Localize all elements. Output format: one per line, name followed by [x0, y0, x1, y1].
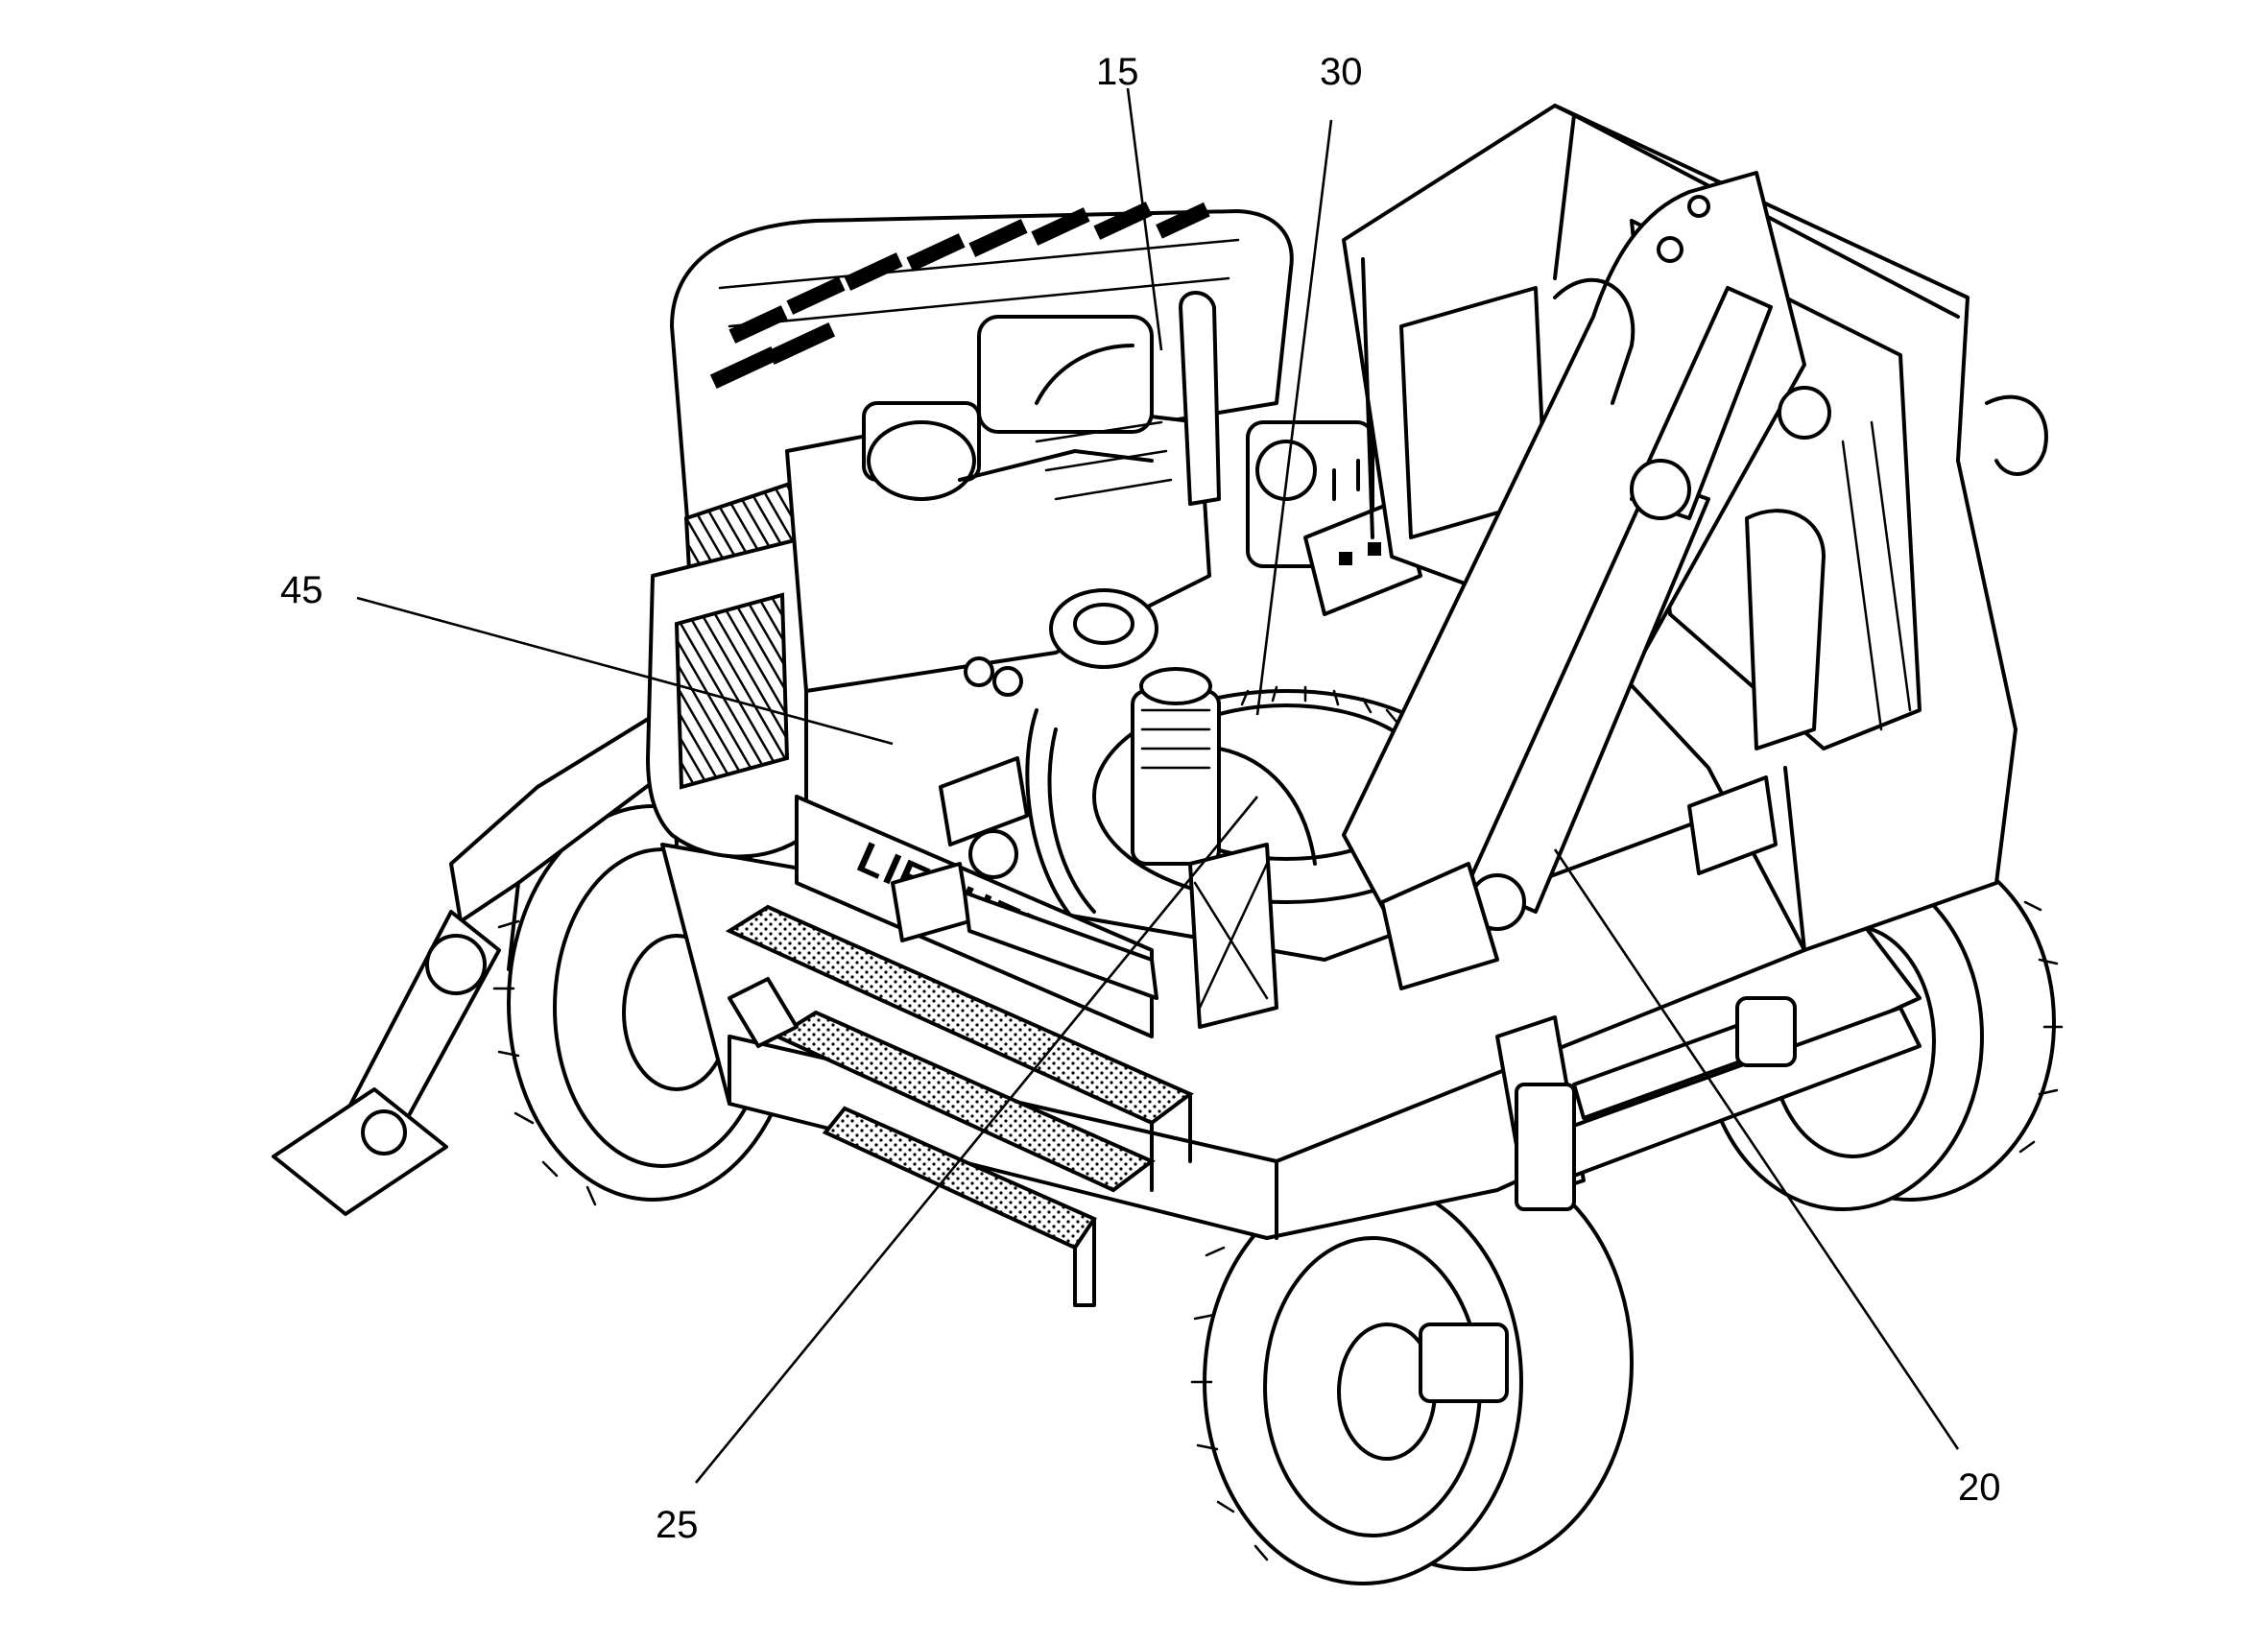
callout-30: 30 [1320, 51, 1363, 93]
leader-15 [1126, 87, 1163, 351]
front-wheels [1190, 1155, 1634, 1585]
access-steps [725, 904, 1194, 1307]
leader-20 [1553, 848, 1960, 1450]
leader-lines [356, 87, 1960, 1484]
leader-30 [1255, 119, 1333, 716]
hood-vents [709, 202, 1210, 390]
leader-45 [356, 596, 894, 746]
swing-ring [1025, 667, 1480, 1029]
callout-labels: 15 30 45 25 20 [280, 51, 2001, 1546]
drive-shaft [728, 862, 1797, 1120]
callout-15: 15 [1096, 51, 1139, 93]
callout-20: 20 [1958, 1466, 2001, 1509]
boom [1342, 171, 1831, 990]
callout-25: 25 [656, 1504, 699, 1546]
callout-45: 45 [280, 569, 323, 611]
stabilizer [272, 708, 679, 1216]
leader-25 [694, 796, 1259, 1484]
engine [785, 291, 1422, 697]
